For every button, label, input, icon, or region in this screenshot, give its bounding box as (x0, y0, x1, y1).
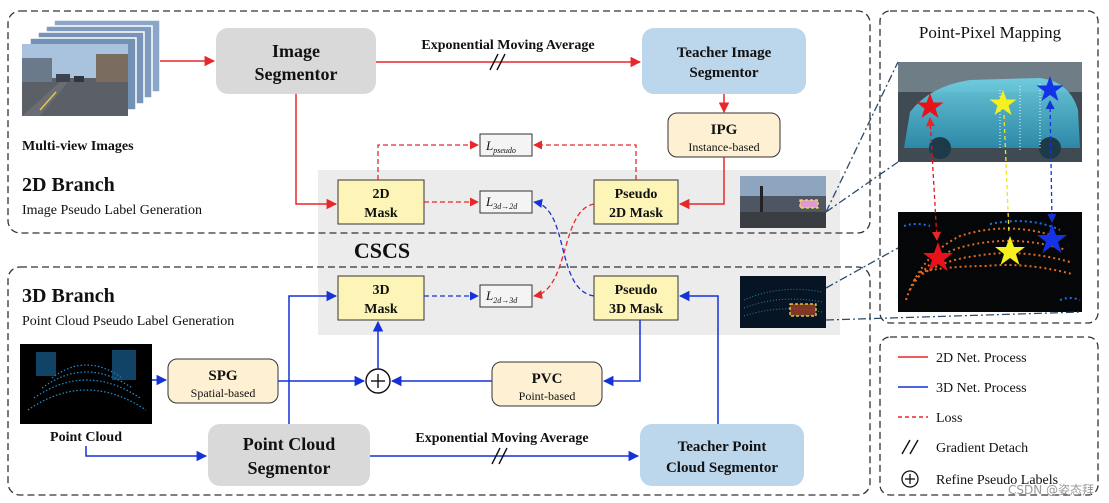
mask-3d-line2: Mask (364, 302, 398, 317)
point-cloud-image (20, 344, 152, 424)
pseudo-2d-line2: 2D Mask (609, 206, 663, 221)
connector-2d-thumb-to-mapping (825, 161, 899, 213)
pc-segmentor-line1: Point Cloud (243, 434, 336, 454)
mapping-frame (879, 10, 1099, 324)
teacher-pc-line2: Cloud Segmentor (666, 460, 778, 476)
connector-3d-thumb-to-mapping (825, 247, 899, 289)
mapping-title: Point-Pixel Mapping (919, 23, 1062, 42)
mask-2d-line1: 2D (372, 187, 389, 202)
connector-3d-thumb-to-mapping-2 (825, 311, 1083, 321)
star-yellow-top-icon (989, 90, 1017, 115)
arrow-pseudo3d-to-pvc (602, 320, 641, 387)
spg-title: SPG (208, 368, 238, 384)
branch-2d-frame (7, 10, 871, 234)
mapping-pointcloud-image (898, 212, 1082, 312)
ema-bottom-label: Exponential Moving Average (415, 431, 588, 446)
pvc-box (491, 361, 603, 407)
ipg-title: IPG (711, 122, 738, 138)
star-red-top-icon (916, 93, 944, 118)
legend-gradient-detach-icon (901, 439, 911, 455)
watermark: CSDN @姿态拜 (1008, 483, 1094, 497)
star-blue-top-icon (1036, 76, 1064, 101)
multiview-images (22, 19, 161, 116)
pseudo-2d-line1: Pseudo (615, 187, 658, 202)
loss-2d3d-box (479, 284, 533, 308)
image-thumbnail-2d (740, 176, 826, 228)
multiview-label: Multi-view Images (22, 139, 134, 154)
legend-item-3d: 3D Net. Process (936, 381, 1027, 396)
point-cloud-label: Point Cloud (50, 430, 122, 445)
cscs-label: CSCS (354, 238, 410, 263)
loss-pseudo-box (479, 133, 533, 157)
loss-line-2dmask-to-lpseudo (377, 140, 479, 180)
pointcloud-thumbnail-3d (740, 276, 826, 328)
teacher-pc-segmentor-box (640, 424, 804, 486)
star-red-bottom-icon (923, 242, 953, 271)
arrow-ipg-to-pseudo2d (678, 157, 725, 210)
gradient-detach-mark-bottom-2 (498, 447, 508, 465)
pvc-sub: Point-based (519, 389, 576, 403)
image-segmentor-line2: Segmentor (255, 64, 338, 84)
mask-3d-box (337, 275, 425, 321)
teacher-image-line1: Teacher Image (677, 45, 772, 61)
mapping-line-blue (1045, 100, 1057, 223)
teacher-image-segmentor-box (642, 28, 806, 94)
legend-item-2d: 2D Net. Process (936, 351, 1027, 366)
pseudo-3d-line2: 3D Mask (609, 302, 663, 317)
arrow-segmentor-to-2dmask (295, 94, 338, 210)
ema-top-label: Exponential Moving Average (421, 38, 594, 53)
connector-2d-thumb-to-mapping-2 (825, 61, 899, 213)
arrow-teacher-pc-to-pseudo3d (678, 290, 719, 424)
star-yellow-bottom-icon (995, 236, 1025, 265)
teacher-pc-line1: Teacher Point (678, 439, 767, 455)
legend-frame (879, 336, 1099, 496)
gradient-detach-mark-top-2 (496, 53, 506, 71)
branch-2d-title: 2D Branch (22, 174, 115, 196)
cross-curve-pseudo3d-to-l3d2d (533, 198, 595, 297)
pseudo-3d-mask-box (593, 275, 679, 321)
branch-3d-title: 3D Branch (22, 285, 115, 307)
gradient-detach-mark-top (489, 53, 499, 71)
cross-curve-pseudo2d-to-l2d3d (533, 203, 595, 300)
image-segmentor-line1: Image (272, 41, 320, 61)
ipg-sub: Instance-based (688, 140, 759, 154)
arrow-segmentor-to-3dmask (288, 290, 338, 424)
mapping-line-red (925, 117, 942, 241)
loss-3d2d-label: L3d→2d (485, 194, 518, 211)
branch-3d-subtitle: Point Cloud Pseudo Label Generation (22, 314, 234, 329)
mapping-line-yellow (1003, 114, 1010, 235)
arrow-pc-to-segmentor (85, 446, 208, 462)
image-segmentor-box (216, 28, 376, 94)
legend: 2D Net. Process 3D Net. Process Loss Gra… (898, 351, 1058, 488)
mask-3d-line1: 3D (372, 283, 389, 298)
branch-2d-subtitle: Image Pseudo Label Generation (22, 203, 202, 218)
loss-line-pseudo2d-to-lpseudo (533, 140, 637, 180)
teacher-image-line2: Segmentor (689, 65, 758, 81)
gradient-detach-mark-bottom (491, 447, 501, 465)
loss-3d2d-box (479, 190, 533, 214)
spg-sub: Spatial-based (191, 386, 256, 400)
pseudo-2d-mask-box (593, 179, 679, 225)
star-blue-bottom-icon (1037, 224, 1067, 253)
mask-2d-line2: Mask (364, 206, 398, 221)
pvc-title: PVC (532, 371, 563, 387)
legend-item-loss: Loss (936, 411, 962, 426)
legend-gradient-detach-icon-2 (909, 439, 919, 455)
legend-item-refine: Refine Pseudo Labels (936, 473, 1058, 488)
loss-pseudo-label: Lpseudo (485, 138, 516, 155)
loss-2d3d-label: L2d→3d (485, 288, 518, 305)
branch-3d-frame (7, 266, 871, 496)
pc-segmentor-line2: Segmentor (248, 458, 331, 478)
pseudo-3d-line1: Pseudo (615, 283, 658, 298)
pc-segmentor-box (208, 424, 370, 486)
legend-item-detach: Gradient Detach (936, 441, 1028, 456)
